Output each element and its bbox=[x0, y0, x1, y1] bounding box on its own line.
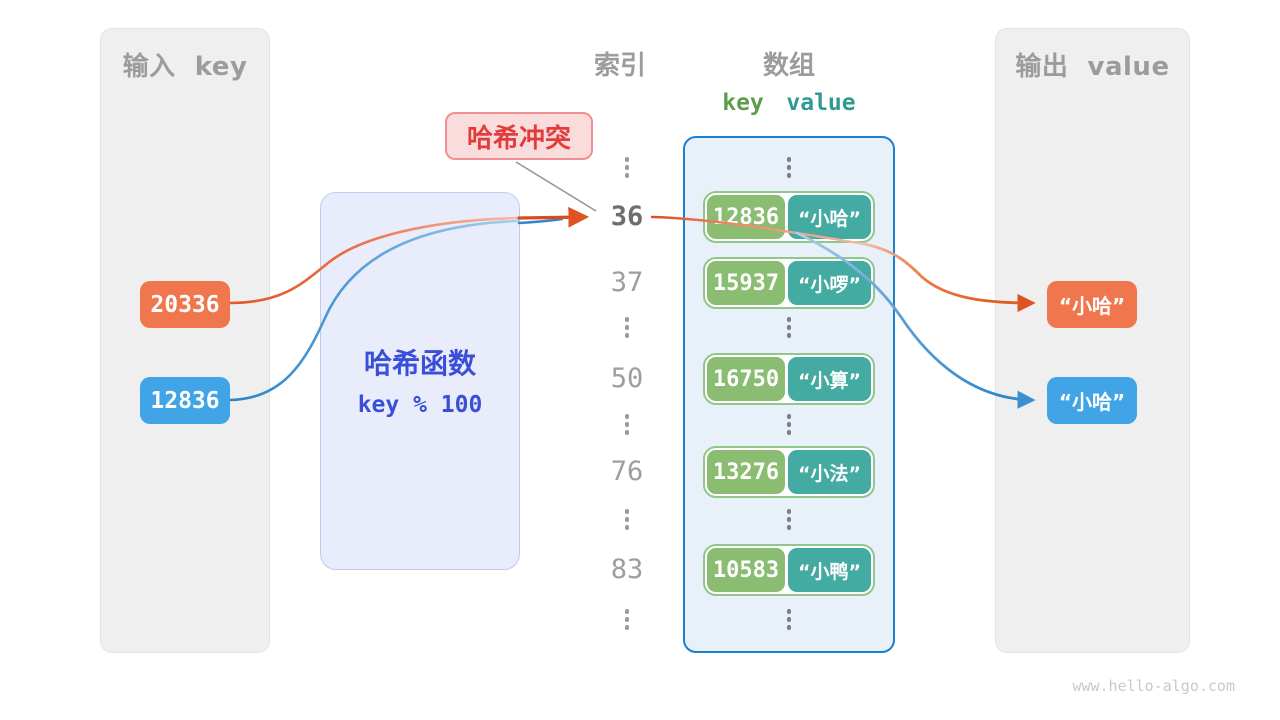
index-37: 37 bbox=[610, 267, 644, 298]
array-column-header: 数组 bbox=[762, 51, 815, 81]
collision-pointer-line bbox=[515, 161, 597, 212]
bucket-pair-16750: 16750“小算” bbox=[703, 353, 875, 405]
input-key-chip-blue: 12836 bbox=[140, 377, 230, 424]
bucket-pair-10583: 10583“小鸭” bbox=[703, 544, 875, 596]
bucket-value: “小啰” bbox=[788, 261, 871, 305]
index-column-header: 索引 bbox=[593, 51, 646, 81]
bucket-key: 13276 bbox=[707, 450, 785, 494]
bucket-pair-13276: 13276“小法” bbox=[703, 446, 875, 498]
ellipsis-dots bbox=[592, 509, 662, 530]
bucket-pair-12836: 12836“小哈” bbox=[703, 191, 875, 243]
bucket-key: 16750 bbox=[707, 357, 785, 401]
ellipsis-dots bbox=[754, 317, 824, 338]
output-value-panel: 输出 value bbox=[995, 28, 1190, 653]
ellipsis-dots bbox=[754, 157, 824, 178]
ellipsis-dots bbox=[592, 609, 662, 630]
hash-collision-label: 哈希冲突 bbox=[445, 112, 593, 160]
bucket-key: 12836 bbox=[707, 195, 785, 239]
value-column-header: value bbox=[786, 90, 856, 116]
flow-arrow-hash-to-index36 bbox=[517, 206, 590, 228]
input-panel-title: 输入 key bbox=[122, 52, 248, 82]
bucket-value: “小鸭” bbox=[788, 548, 871, 592]
index-36: 36 bbox=[610, 201, 644, 232]
ellipsis-dots bbox=[592, 157, 662, 178]
bucket-value: “小法” bbox=[788, 450, 871, 494]
ellipsis-dots bbox=[754, 509, 824, 530]
ellipsis-dots bbox=[754, 609, 824, 630]
bucket-key: 10583 bbox=[707, 548, 785, 592]
bucket-pair-15937: 15937“小啰” bbox=[703, 257, 875, 309]
index-76: 76 bbox=[610, 456, 644, 487]
hash-function-formula: key % 100 bbox=[357, 392, 483, 418]
bucket-value: “小算” bbox=[788, 357, 871, 401]
input-key-panel: 输入 key bbox=[100, 28, 270, 653]
ellipsis-dots bbox=[592, 317, 662, 338]
hash-function-title: 哈希函数 bbox=[363, 347, 476, 380]
index-83: 83 bbox=[610, 554, 644, 585]
ellipsis-dots bbox=[592, 414, 662, 435]
output-panel-title: 输出 value bbox=[1015, 52, 1170, 82]
input-key-chip-orange: 20336 bbox=[140, 281, 230, 328]
bucket-key: 15937 bbox=[707, 261, 785, 305]
bucket-value: “小哈” bbox=[788, 195, 871, 239]
output-value-chip-blue: “小哈” bbox=[1047, 377, 1137, 424]
index-50: 50 bbox=[610, 363, 644, 394]
flow-blue-hash-exit bbox=[517, 217, 564, 225]
watermark-url: www.hello-algo.com bbox=[1072, 677, 1235, 695]
ellipsis-dots bbox=[754, 414, 824, 435]
output-value-chip-orange: “小哈” bbox=[1047, 281, 1137, 328]
key-column-header: key bbox=[722, 90, 764, 116]
